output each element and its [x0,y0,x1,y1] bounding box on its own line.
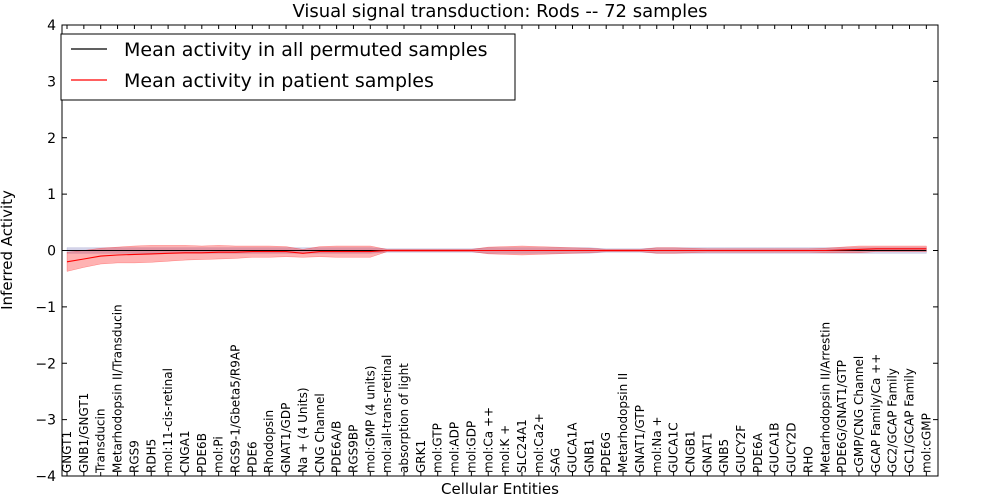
x-tick-label: GUCA1A [566,422,580,473]
chart-title: Visual signal transduction: Rods -- 72 s… [292,1,707,22]
x-tick-label: CNGA1 [178,431,192,474]
x-tick-label: GCAP Family/Ca ++ [869,354,883,473]
legend-box [60,33,516,101]
y-tick-label: 1 [47,187,56,203]
y-tick-label: −1 [35,300,56,316]
x-tick-label: mol:Pi [212,436,226,473]
x-tick-label: GUCY2D [785,423,799,473]
x-tick-label: GNAT1/GDP [279,403,293,473]
x-tick-label: PDE6A [751,432,765,473]
x-tick-label: PDE6B [195,433,209,473]
legend-entry-patient: Mean activity in patient samples [124,70,434,92]
y-axis-label: Inferred Activity [0,190,16,310]
x-tick-label: Metarhodopsin II [616,373,630,473]
x-tick-label: PDE6A/B [330,421,344,473]
x-tick-label: RDH5 [144,439,158,473]
x-tick-label: GUCA1B [768,422,782,473]
x-tick-label: GC1/GCAP Family [903,368,917,473]
series-line-patient [66,248,927,263]
x-tick-label: cGMP/CNG Channel [852,356,866,473]
x-tick-label: GNAT1/GTP [633,405,647,473]
legend: Mean activity in all permuted samples Me… [60,33,516,101]
x-axis-label: Cellular Entities [441,480,559,498]
x-tick-label: SLC24A1 [515,419,529,473]
x-tick-label: CNG Channel [313,393,327,473]
x-tick-label: Rhodopsin [262,410,276,473]
y-tick-label: 4 [47,18,56,34]
y-tick-label: 2 [47,131,56,147]
confidence-bands [66,245,927,272]
x-tick-label: mol:K + [498,425,512,473]
band-patient [66,245,927,272]
x-tick-label: mol:Na + [650,416,664,473]
x-tick-label: mol:GTP [431,423,445,473]
x-tick-label: GUCY2F [734,425,748,473]
x-tick-label: GC2/GCAP Family [886,368,900,473]
x-tick-label: mol:Ca ++ [481,407,495,473]
y-tick-label: 0 [47,244,56,260]
x-tick-label: mol:GMP (4 units) [363,366,377,473]
x-tick-label: mol:GDP [464,421,478,473]
x-tick-label: mol:11-cis-retinal [161,368,175,473]
y-tick-label: −2 [35,356,56,372]
x-tick-label: GNB1 [582,439,596,473]
x-tick-label: RGS9 [127,440,141,473]
x-tick-label: RHO [801,446,815,473]
x-tick-label: GNGT1 [60,431,74,473]
x-tick-label: PDE6G [599,432,613,473]
x-tick-label: Metarhodopsin II/Transducin [111,304,125,473]
x-tick-label: Transducin [94,409,108,474]
x-tick-label: mol:ADP [448,422,462,473]
x-tick-label: mol:all-trans-retinal [380,355,394,473]
legend-entry-permuted: Mean activity in all permuted samples [124,39,487,61]
x-tick-label: mol:cGMP [919,413,933,473]
y-tick-label: −3 [35,413,56,429]
x-tick-label: PDE6 [245,441,259,473]
series-lines [66,248,927,263]
x-tick-label: CNGB1 [684,430,698,473]
y-tick-label: −4 [35,469,56,485]
x-tick-label: GNAT1 [700,432,714,473]
x-tick-label: GNB5 [717,439,731,473]
x-tick-label: Na + (4 Units) [296,387,310,473]
x-tick-label: mol:Ca2+ [532,413,546,473]
x-tick-label: absorption of light [397,363,411,473]
x-tick-label: GNB1/GNGT1 [77,393,91,473]
x-tick-label: RGS9BP [347,425,361,473]
x-tick-label: Metarhodopsin II/Arrestin [818,322,832,473]
y-tick-label: 3 [47,74,56,90]
x-tick-label: GRK1 [414,440,428,473]
y-axis: 4 3 2 1 0 −1 −2 −3 −4 [35,18,938,485]
x-tick-label: RGS9-1/Gbeta5/R9AP [229,345,243,473]
x-tick-label: PDE6G/GNAT1/GTP [835,360,849,473]
x-tick-label: GUCA1C [667,422,681,473]
x-tick-label: SAG [549,448,563,473]
